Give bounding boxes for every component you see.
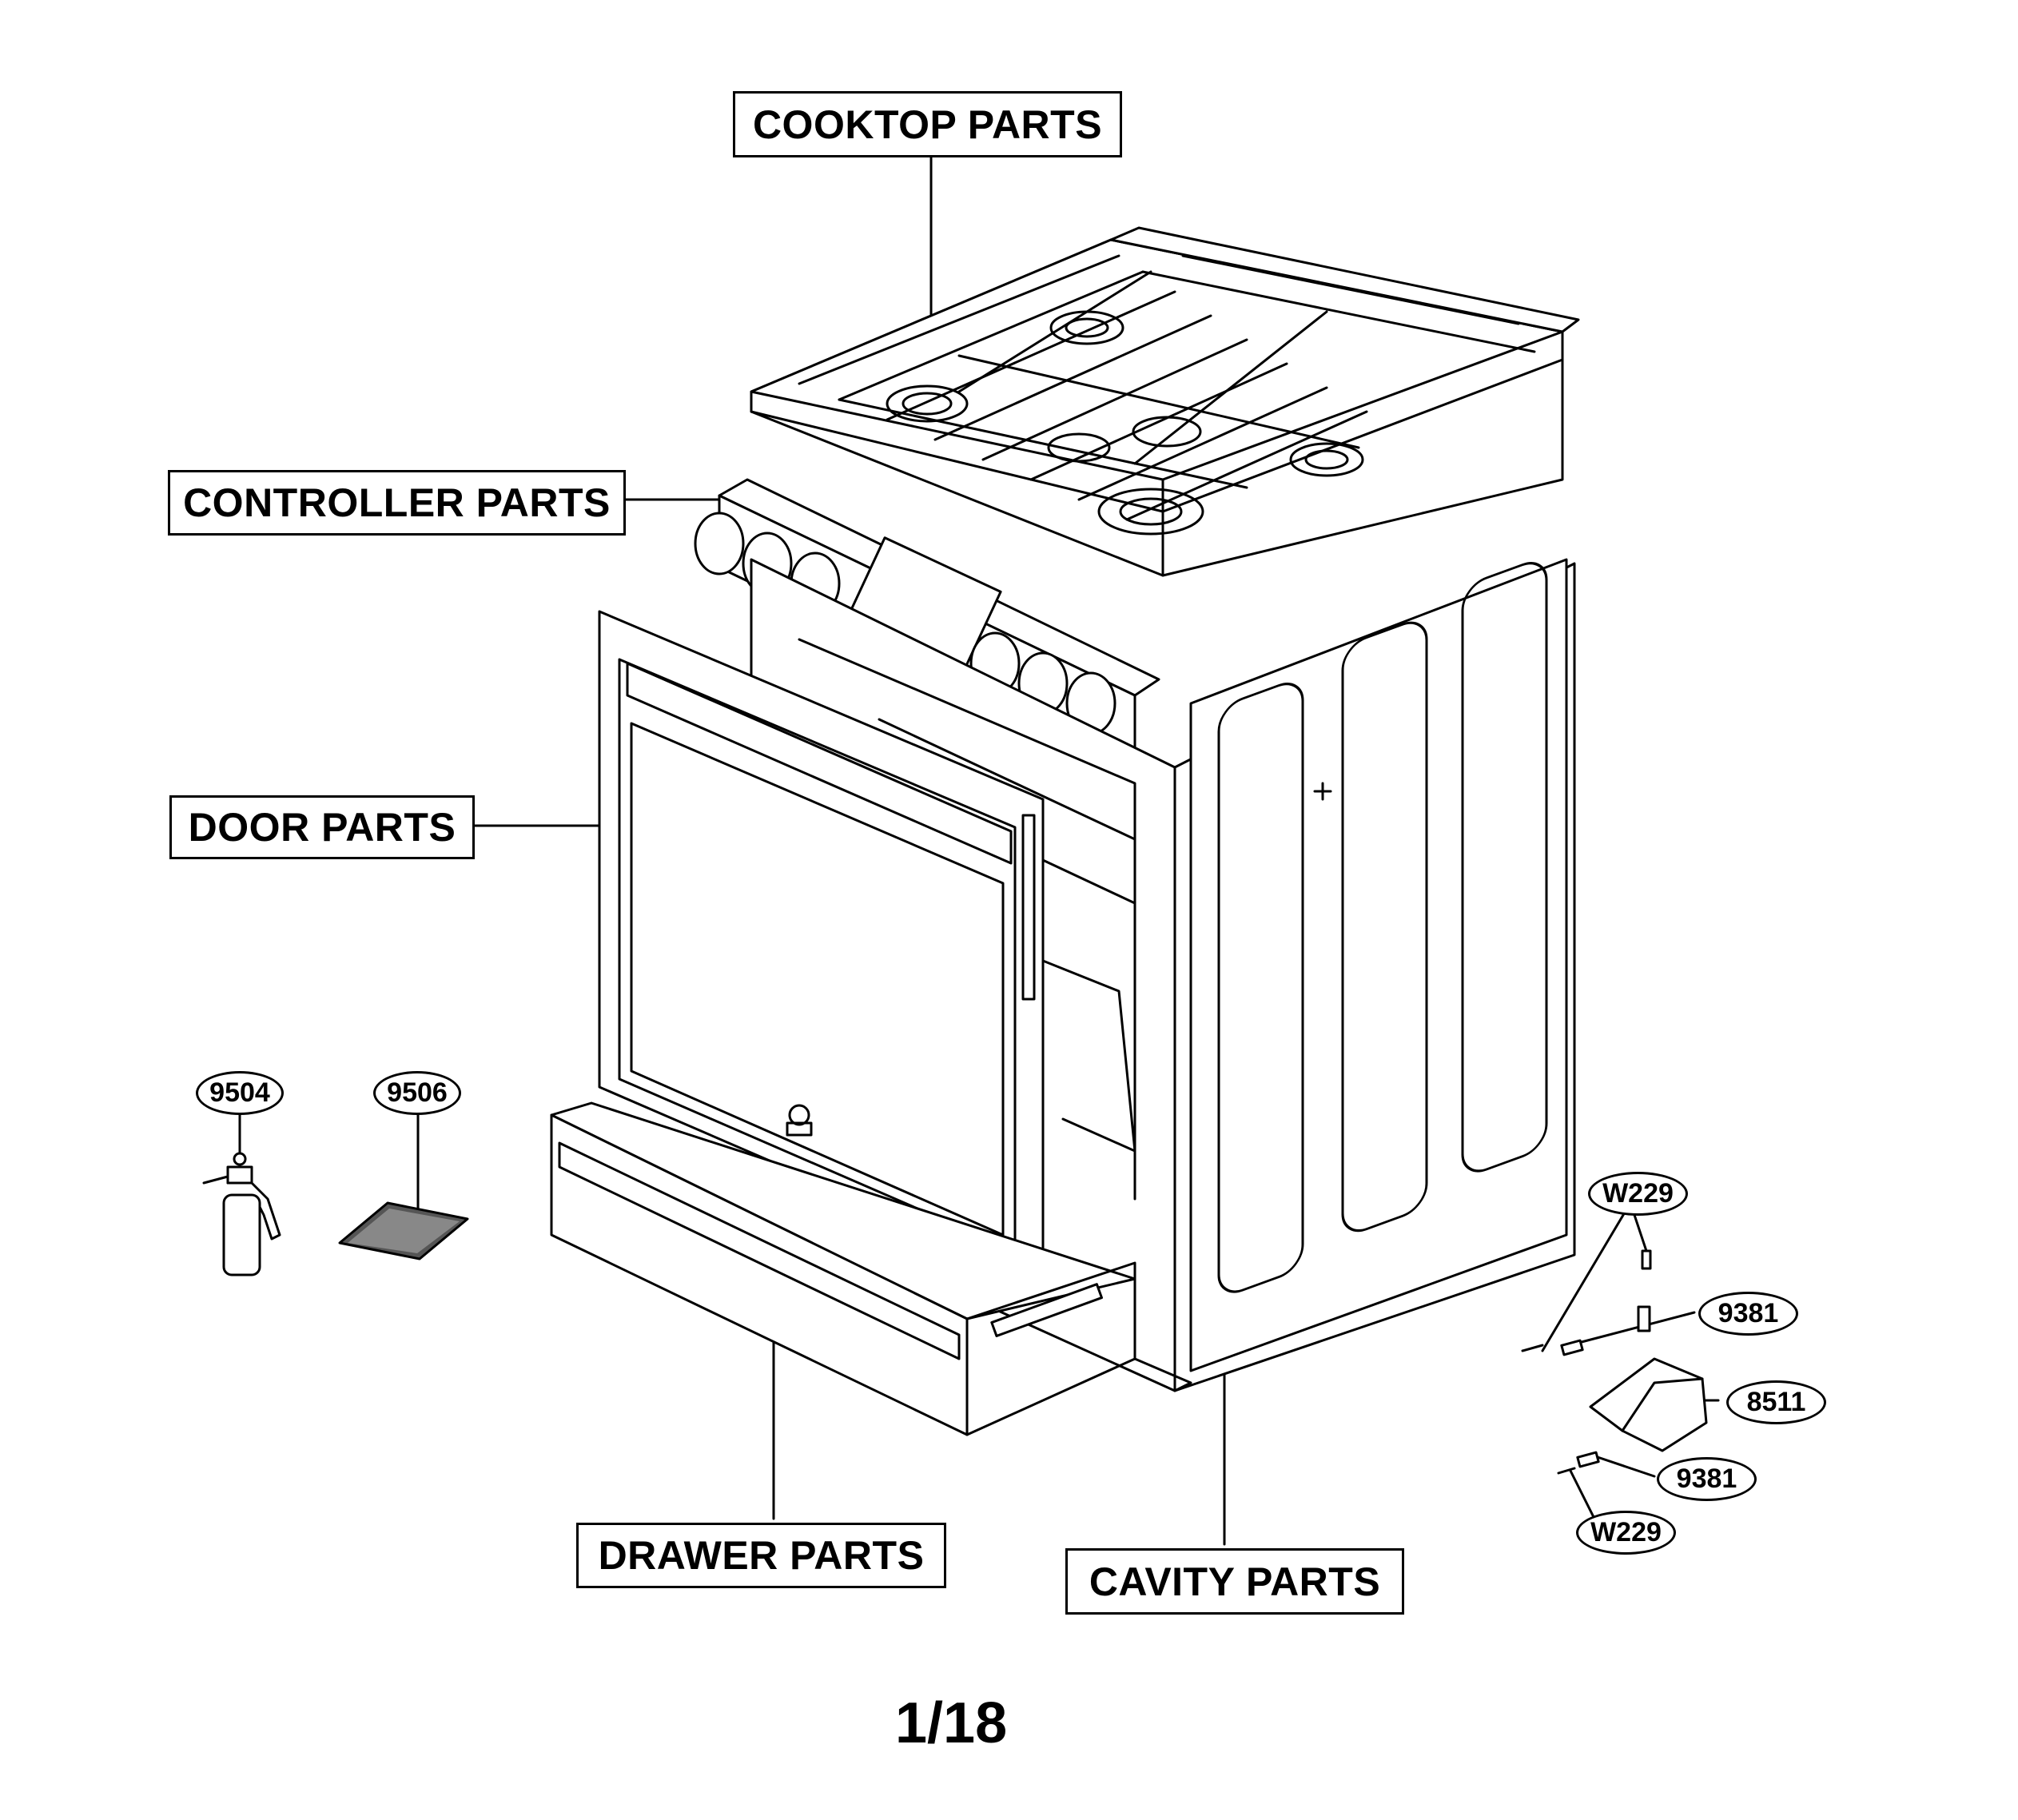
callout-9381-top[interactable]: 9381 (1698, 1292, 1798, 1336)
callout-w229-top[interactable]: W229 (1588, 1172, 1688, 1216)
controller-parts-label[interactable]: CONTROLLER PARTS (168, 470, 626, 536)
cooktop-parts-label[interactable]: COOKTOP PARTS (733, 91, 1122, 157)
cooktop-assembly (750, 226, 1580, 577)
page-number: 1/18 (895, 1691, 1008, 1755)
cavity-parts-label[interactable]: CAVITY PARTS (1065, 1548, 1404, 1615)
door-parts-label[interactable]: DOOR PARTS (169, 795, 475, 859)
mat-icon (338, 1201, 469, 1260)
callout-9504[interactable]: 9504 (196, 1071, 284, 1115)
storage-drawer (550, 1101, 1192, 1436)
spray-bottle-icon (202, 1152, 281, 1276)
oven-door (598, 610, 1045, 1280)
callout-w229-bottom[interactable]: W229 (1576, 1511, 1676, 1555)
callout-9381-bottom[interactable]: 9381 (1657, 1457, 1757, 1501)
drawer-parts-label[interactable]: DRAWER PARTS (576, 1523, 946, 1588)
leader-lines (238, 155, 1720, 1546)
anti-tip-bracket-parts (1521, 1249, 1708, 1475)
callout-9506[interactable]: 9506 (373, 1071, 461, 1115)
callout-8511[interactable]: 8511 (1726, 1380, 1826, 1424)
